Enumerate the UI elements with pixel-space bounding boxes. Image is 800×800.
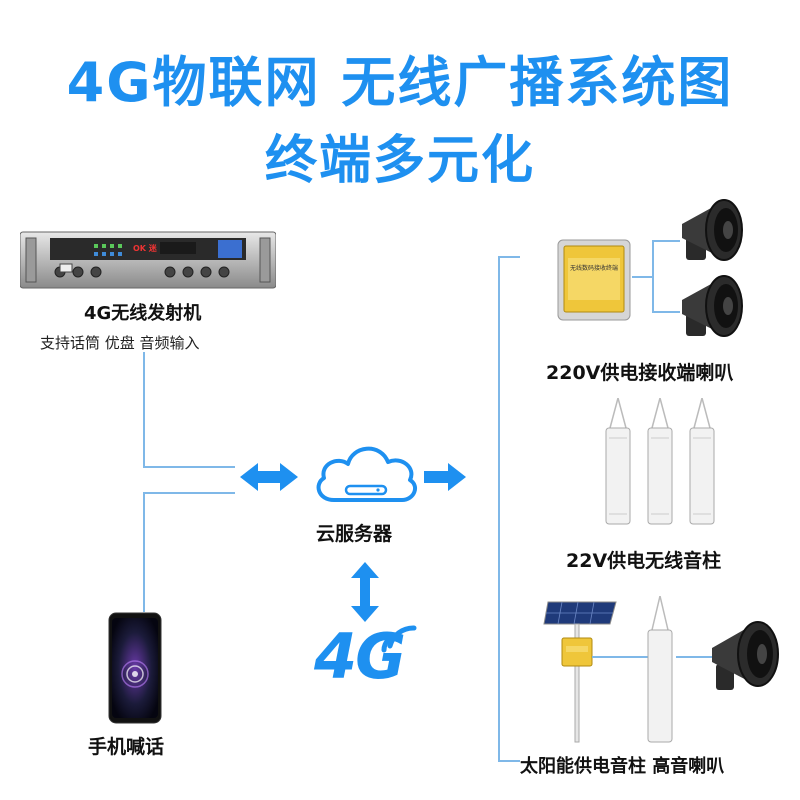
horn-speaker-icon <box>682 275 743 337</box>
bidirectional-arrow-icon <box>240 463 298 491</box>
connector-phone-right <box>143 492 235 494</box>
column-speaker-icon <box>689 398 715 525</box>
transmitter-name: 4G无线发射机 <box>84 303 202 324</box>
receiver-box-device <box>557 239 631 321</box>
smartphone-device <box>108 612 162 724</box>
receiver-link-bottom <box>652 311 680 313</box>
receiver-link-vertical <box>652 240 654 312</box>
network-4g-label: 4G <box>314 620 406 693</box>
title-line-2: 终端多元化 <box>264 131 535 191</box>
title-line-1: 4G物联网 无线广播系统图 <box>66 51 734 114</box>
bus-top <box>498 256 520 258</box>
transmitter-badge: OK 迷 <box>133 244 157 253</box>
cloud-server-icon <box>316 446 418 502</box>
endpoint-label-solar: 太阳能供电音柱 高音喇叭 <box>520 756 725 777</box>
column-speaker-icon <box>647 596 673 743</box>
signal-waves-icon <box>381 625 417 653</box>
receiver-box-text: 无线数码接收终端 <box>570 265 619 272</box>
column-speaker-icon <box>605 398 631 525</box>
horn-speaker-icon <box>682 199 743 261</box>
phone-label: 手机喊话 <box>88 736 165 758</box>
receiver-link-top <box>652 240 680 242</box>
endpoint-label-22v: 22V供电无线音柱 <box>566 550 722 572</box>
connector-transmitter-right <box>143 466 235 468</box>
solar-link <box>592 656 652 658</box>
horn-speaker-icon <box>712 621 779 690</box>
connector-transmitter-down <box>143 352 145 468</box>
receiver-link-main <box>632 276 652 278</box>
solar-pole-device <box>543 601 617 743</box>
bus-vertical <box>498 256 500 762</box>
column-speaker-icon <box>647 398 673 525</box>
arrow-right-icon <box>424 463 466 491</box>
transmitter-device <box>20 231 276 289</box>
connector-phone-up <box>143 492 145 612</box>
bus-bottom <box>498 760 520 762</box>
cloud-label: 云服务器 <box>316 523 393 545</box>
horn-link <box>676 656 712 658</box>
transmitter-features: 支持话筒 优盘 音频输入 <box>40 334 200 352</box>
vertical-double-arrow-icon <box>351 562 379 622</box>
endpoint-label-220v: 220V供电接收端喇叭 <box>546 362 734 384</box>
